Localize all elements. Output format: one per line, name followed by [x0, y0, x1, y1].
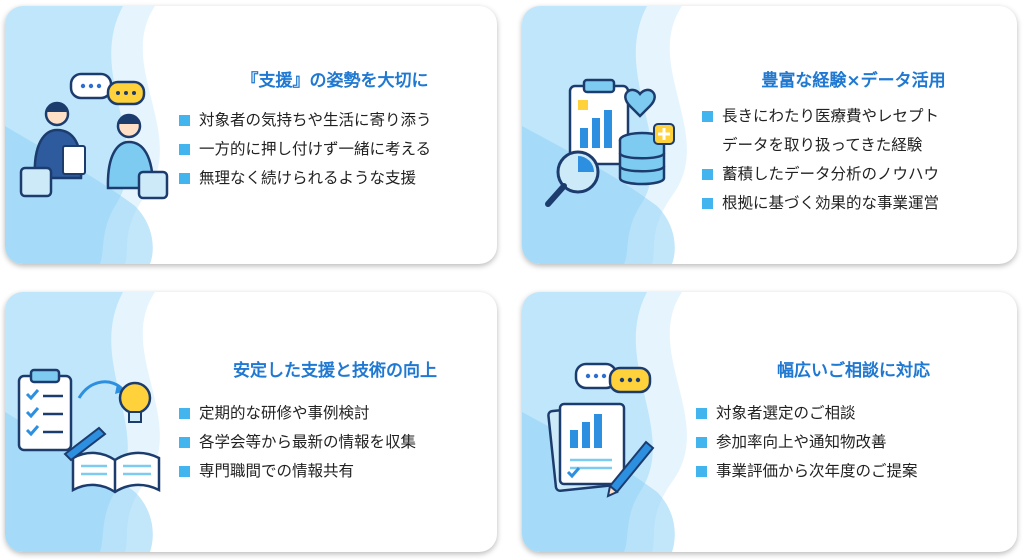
card-title: 『支援』の姿勢を大切に: [241, 71, 429, 91]
list-item: 事業評価から次年度のご提案: [694, 457, 918, 486]
bullet-square-icon: [179, 408, 190, 419]
point-list: 対象者選定のご相談 参加率向上や通知物改善 事業評価から次年度のご提案: [694, 399, 918, 486]
point-list: 長きにわたり医療費やレセプト データを取り扱ってきた経験 蓄積したデータ分析のノ…: [700, 102, 939, 218]
list-item: 一方的に押し付けず一緒に考える: [177, 135, 432, 164]
bullet-square-icon: [179, 115, 190, 126]
list-item: 無理なく続けられるような支援: [177, 164, 432, 193]
report-chat-icon: [547, 362, 655, 498]
feature-card-data: 豊富な経験×データ活用 長きにわたり医療費やレセプト データを取り扱ってきた経験…: [522, 6, 1017, 264]
list-item: 各学会等から最新の情報を収集: [177, 428, 416, 457]
list-item-continuation: データを取り扱ってきた経験: [722, 136, 923, 154]
bullet-square-icon: [696, 408, 707, 419]
bullet-square-icon: [702, 169, 713, 180]
bullet-square-icon: [179, 173, 190, 184]
list-item: 参加率向上や通知物改善: [694, 428, 918, 457]
list-item: 蓄積したデータ分析のノウハウ: [700, 160, 939, 189]
list-item: 対象者の気持ちや生活に寄り添う: [177, 106, 432, 135]
bullet-square-icon: [179, 144, 190, 155]
list-item: 専門職間での情報共有: [177, 457, 416, 486]
bullet-square-icon: [702, 111, 713, 122]
bullet-square-icon: [179, 437, 190, 448]
study-checklist-icon: [17, 368, 161, 494]
card-title: 豊富な経験×データ活用: [761, 71, 946, 91]
bullet-square-icon: [179, 466, 190, 477]
card-title: 安定した支援と技術の向上: [233, 361, 437, 381]
consultation-icon: [19, 72, 169, 200]
list-item: 定期的な研修や事例検討: [177, 399, 416, 428]
bullet-square-icon: [702, 198, 713, 209]
list-item: 根拠に基づく効果的な事業運営: [700, 189, 939, 218]
feature-card-consultation: 幅広いご相談に対応 対象者選定のご相談 参加率向上や通知物改善 事業評価から次年…: [522, 292, 1017, 552]
feature-card-support: 『支援』の姿勢を大切に 対象者の気持ちや生活に寄り添う 一方的に押し付けず一緒に…: [5, 6, 497, 264]
list-item: 対象者選定のご相談: [694, 399, 918, 428]
bullet-square-icon: [696, 437, 707, 448]
data-analysis-icon: [545, 78, 675, 207]
list-item: 長きにわたり医療費やレセプト: [700, 102, 939, 131]
point-list: 定期的な研修や事例検討 各学会等から最新の情報を収集 専門職間での情報共有: [177, 399, 416, 486]
bullet-square-icon: [696, 466, 707, 477]
card-title: 幅広いご相談に対応: [777, 361, 930, 381]
feature-card-training: 安定した支援と技術の向上 定期的な研修や事例検討 各学会等から最新の情報を収集 …: [5, 292, 497, 552]
point-list: 対象者の気持ちや生活に寄り添う 一方的に押し付けず一緒に考える 無理なく続けられ…: [177, 106, 432, 193]
